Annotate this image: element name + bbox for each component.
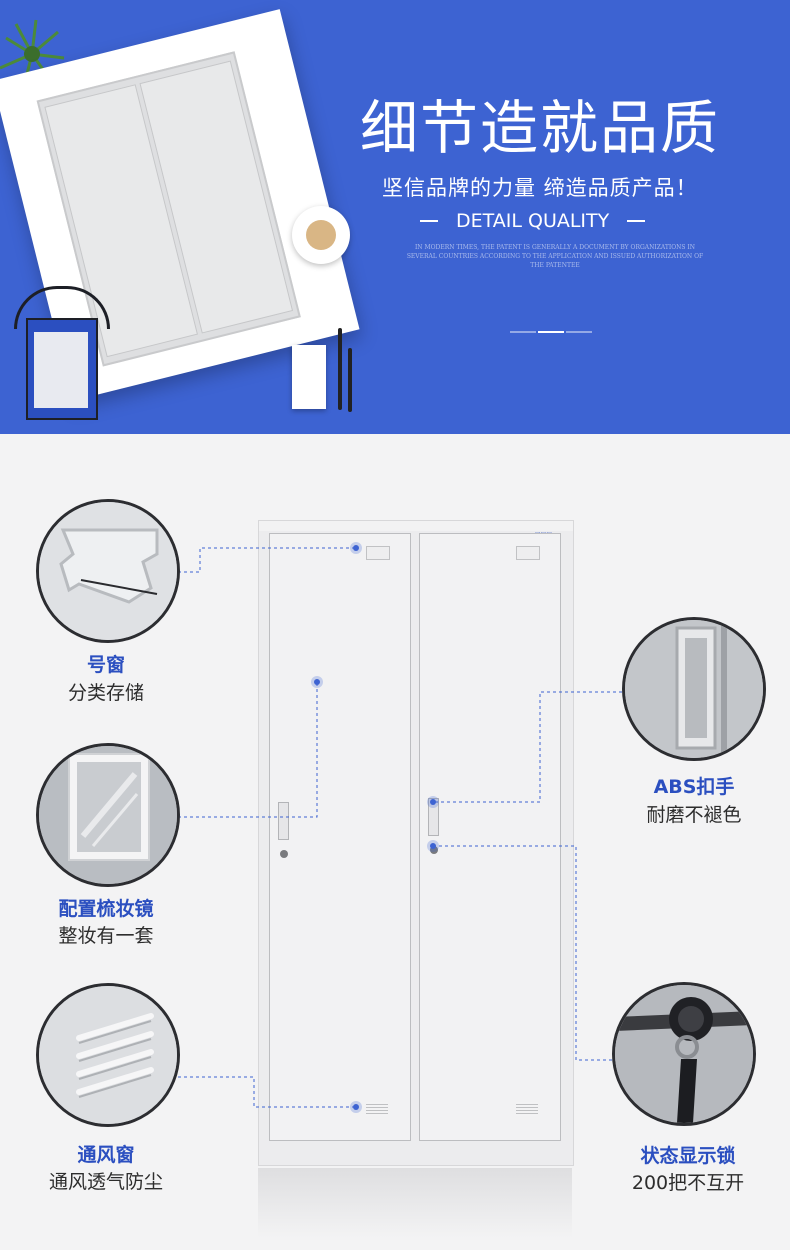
number-window-detail	[36, 499, 180, 643]
coffee-cup-icon	[292, 206, 350, 264]
feature-title: 配置梳妆镜	[58, 898, 154, 920]
english-title-text: DETAIL QUALITY	[456, 210, 610, 232]
vent-grille	[516, 1102, 538, 1116]
number-window-icon	[39, 502, 177, 640]
slide-indicator[interactable]	[510, 331, 592, 333]
door-lock	[430, 846, 438, 854]
dash-decoration	[420, 220, 438, 222]
hero-english-title: DETAIL QUALITY	[420, 210, 646, 232]
vent-detail	[36, 983, 180, 1127]
vent-icon	[39, 986, 177, 1124]
hero-fine-print: IN MODERN TIMES, THE PATENT IS GENERALLY…	[406, 244, 704, 269]
slide-dot-active[interactable]	[538, 331, 564, 333]
pen-icon	[338, 328, 342, 410]
callout-dot	[430, 843, 436, 849]
cabinet-reflection	[258, 1168, 572, 1238]
locker-cabinet: ▭▭▭	[258, 520, 574, 1166]
right-door	[419, 533, 561, 1141]
callout-dot	[353, 1104, 359, 1110]
feature-subtitle: 200把不互开	[631, 1172, 745, 1194]
dash-decoration	[627, 220, 646, 222]
cabinet-top	[259, 521, 573, 531]
hero-subtitle: 坚信品牌的力量 缔造品质产品！	[382, 176, 698, 200]
handle-detail	[622, 617, 766, 761]
lock-icon	[615, 985, 753, 1123]
feature-title: ABS扣手	[653, 776, 735, 798]
slide-dot[interactable]	[566, 331, 592, 333]
callout-dot	[430, 799, 436, 805]
slide-dot[interactable]	[510, 331, 536, 333]
callout-dot	[314, 679, 320, 685]
feature-title: 号窗	[86, 654, 125, 676]
pen-icon	[348, 348, 352, 412]
id-badge-icon	[14, 286, 110, 420]
door-handle	[428, 798, 439, 836]
lock-detail	[612, 982, 756, 1126]
door-lock	[280, 850, 288, 858]
number-window	[366, 546, 390, 560]
handle-icon	[625, 620, 763, 758]
left-door	[269, 533, 411, 1141]
callout-dot	[353, 545, 359, 551]
feature-subtitle: 整妆有一套	[58, 925, 154, 947]
notepad-icon	[292, 345, 326, 409]
mirror-detail	[36, 743, 180, 887]
door-handle	[278, 802, 289, 840]
vent-grille	[366, 1102, 388, 1116]
hero-banner: 细节造就品质 坚信品牌的力量 缔造品质产品！ DETAIL QUALITY IN…	[0, 0, 790, 434]
feature-subtitle: 通风透气防尘	[48, 1171, 163, 1193]
feature-title: 状态显示锁	[640, 1145, 736, 1167]
number-window	[516, 546, 540, 560]
hero-title: 细节造就品质	[360, 94, 721, 162]
feature-title: 通风窗	[77, 1144, 135, 1166]
feature-subtitle: 分类存储	[67, 682, 144, 704]
feature-subtitle: 耐磨不褪色	[646, 804, 742, 826]
mirror-icon	[39, 746, 177, 884]
